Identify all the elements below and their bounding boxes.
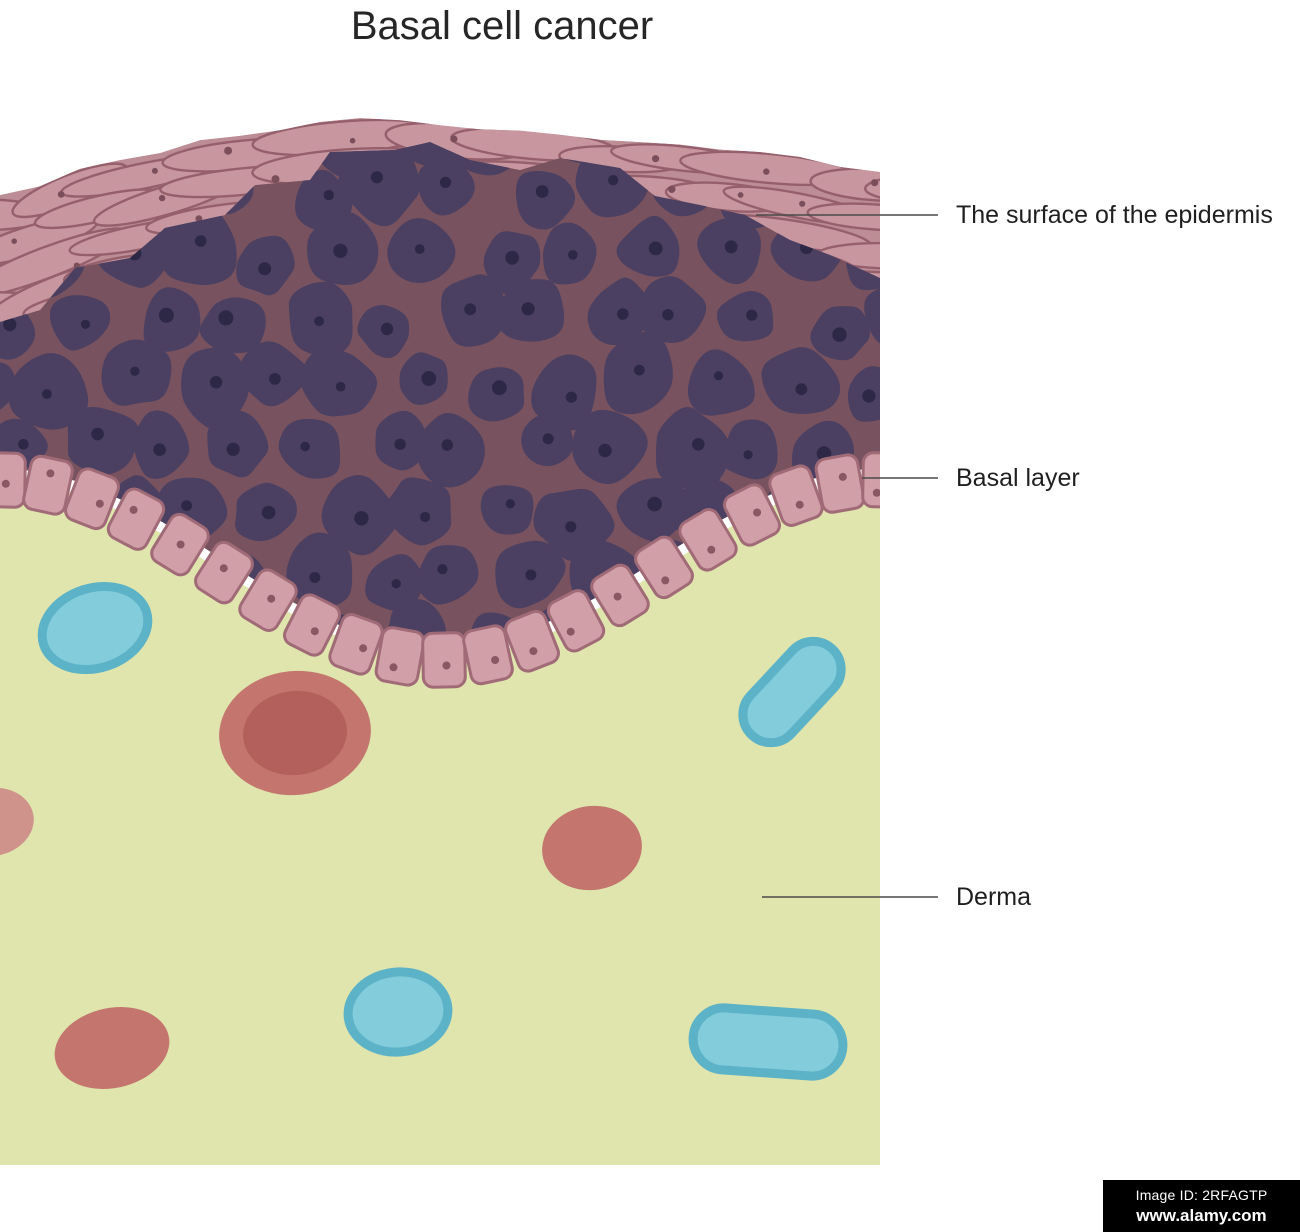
watermark: Image ID: 2RFAGTP www.alamy.com <box>1103 1180 1300 1232</box>
label-epidermis-surface: The surface of the epidermis <box>956 201 1273 229</box>
watermark-image-id: Image ID: 2RFAGTP <box>1135 1186 1268 1203</box>
derma-cells <box>0 581 848 1089</box>
leader-lines <box>756 214 938 898</box>
basal-layer-cells <box>0 451 880 689</box>
page-title: Basal cell cancer <box>350 4 654 48</box>
label-derma: Derma <box>956 883 1032 911</box>
watermark-site: www.alamy.com <box>1136 1205 1267 1225</box>
label-basal-layer: Basal layer <box>956 464 1080 492</box>
derma-layer <box>0 480 880 1165</box>
